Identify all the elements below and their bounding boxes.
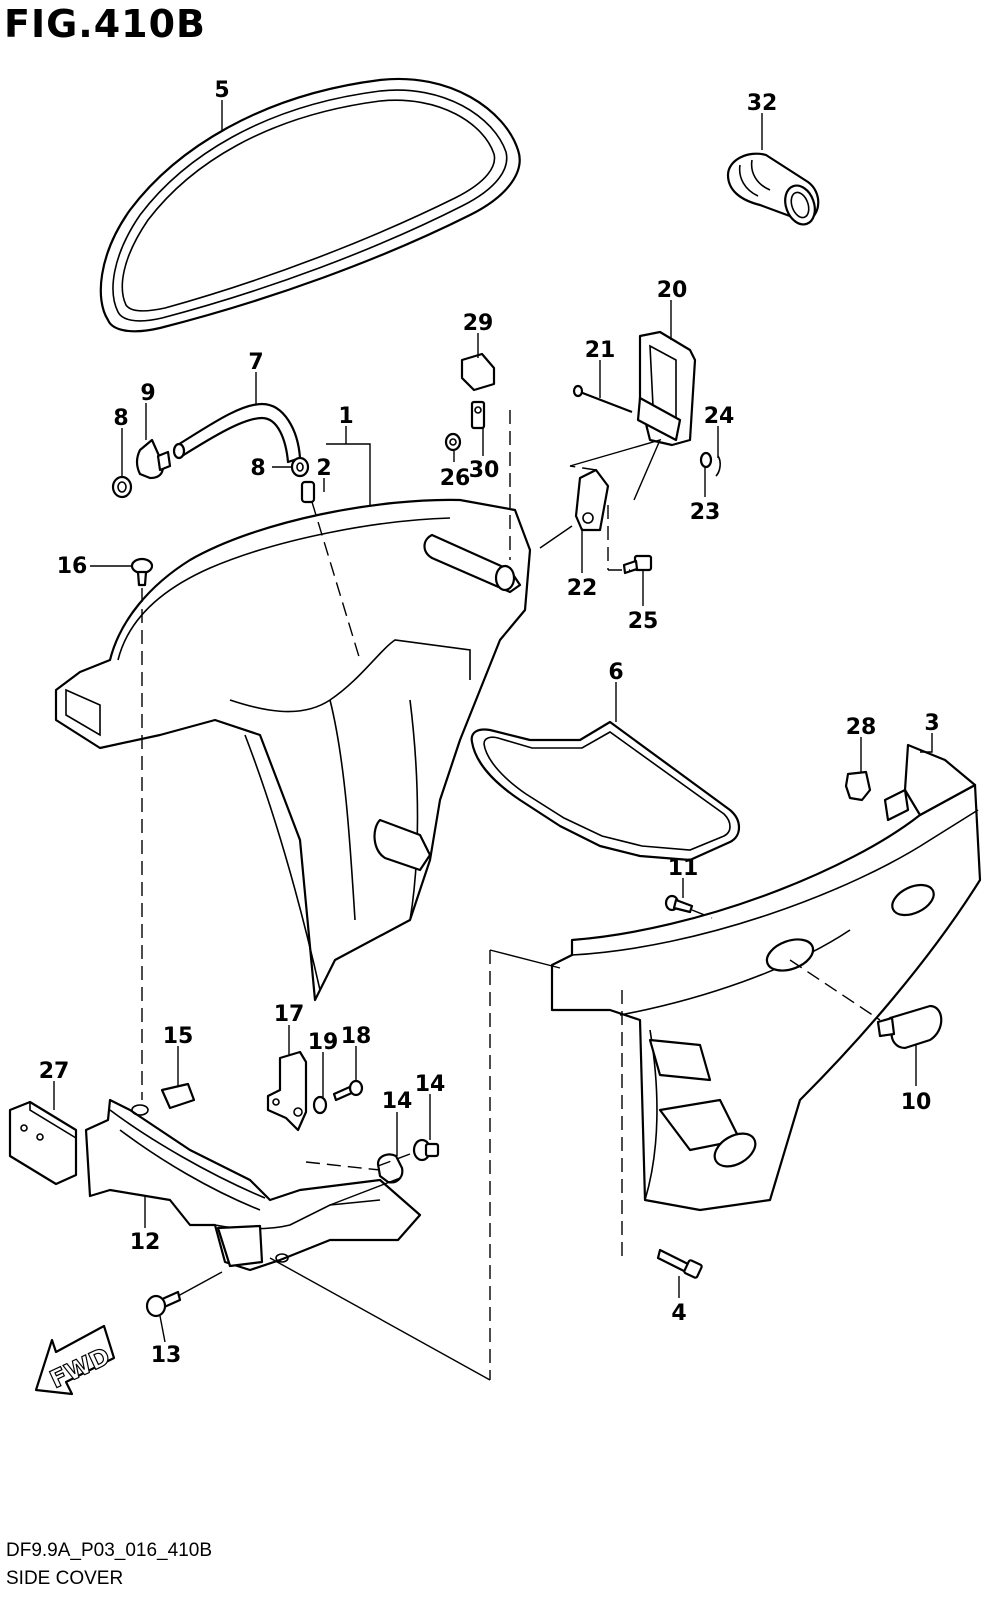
callout-2: 2 <box>316 456 331 481</box>
callout-5: 5 <box>214 78 229 103</box>
clip-part-25 <box>715 455 721 477</box>
callout-31: 30 <box>469 458 500 483</box>
upper-side-cover-part <box>54 498 532 1002</box>
washer-part-20 <box>312 1095 328 1115</box>
fitting-part <box>300 480 316 504</box>
lower-side-cover-part <box>550 743 982 1212</box>
clip-part-31 <box>470 400 486 430</box>
clip-part-16 <box>160 1082 196 1110</box>
screw-part-11 <box>664 894 694 914</box>
bolt-part-4 <box>656 1248 703 1279</box>
callout-8-right: 8 <box>250 456 265 481</box>
callout-4: 4 <box>671 1301 686 1326</box>
washer-part-24 <box>699 451 713 469</box>
leader-lines <box>53 100 933 1343</box>
callout-7: 7 <box>248 350 263 375</box>
seal-ring-part <box>99 77 521 333</box>
callout-18: 17 <box>274 1002 305 1027</box>
figure-caption: SIDE COVER <box>6 1568 124 1589</box>
callout-15: 14 <box>382 1089 413 1114</box>
pin-part-22 <box>572 384 633 414</box>
callout-22: 21 <box>585 338 616 363</box>
model-code: DF9.9A_P03_016_410B <box>6 1540 212 1561</box>
plug-part-29 <box>844 770 872 802</box>
callout-6: 6 <box>608 660 623 685</box>
callout-25: 24 <box>704 404 735 429</box>
callout-3: 3 <box>924 711 939 736</box>
clamp-part-right <box>290 456 310 478</box>
callout-21: 20 <box>657 278 688 303</box>
callout-30: 29 <box>463 311 494 336</box>
callout-16: 15 <box>163 1024 194 1049</box>
callout-17: 16 <box>57 554 88 579</box>
bolt-part-26 <box>622 554 653 575</box>
grommet-part <box>726 152 820 226</box>
callout-13: 13 <box>151 1343 182 1368</box>
plug-part-10 <box>876 1004 943 1050</box>
callout-10: 10 <box>901 1090 932 1115</box>
callout-28: 27 <box>39 1059 70 1084</box>
callout-14: 14 <box>415 1072 446 1097</box>
screw-part-19 <box>332 1079 364 1102</box>
callout-9: 9 <box>140 381 155 406</box>
bolt-part-13 <box>145 1290 182 1318</box>
pad-part-28 <box>8 1100 78 1186</box>
latch-lever-part <box>636 330 697 447</box>
callout-27: 26 <box>440 466 471 491</box>
callout-29: 28 <box>846 715 877 740</box>
callout-8-left: 8 <box>113 406 128 431</box>
nut-part-27 <box>444 432 462 452</box>
figure-title: FIG.410B <box>4 2 207 46</box>
assembly-guide-lines <box>141 410 881 1380</box>
forward-direction-arrow: FWD <box>34 1324 116 1396</box>
latch-hook-part <box>574 468 610 532</box>
screw-part-17 <box>130 557 154 587</box>
callout-32: 32 <box>747 91 778 116</box>
lower-seal-part <box>470 720 741 862</box>
bottom-bracket-part <box>84 1098 422 1272</box>
callout-20: 19 <box>308 1030 339 1055</box>
bracket-plate-part <box>266 1050 308 1132</box>
callout-11: 11 <box>668 856 699 881</box>
clamp-part-left <box>111 475 133 499</box>
callout-1: 1 <box>338 404 353 429</box>
cushion-part-30 <box>460 352 496 392</box>
callout-labels: 5 32 20 29 21 7 9 24 1 8 8 2 26 30 23 16… <box>39 78 940 1368</box>
callout-24: 23 <box>690 500 721 525</box>
collar-part-14 <box>412 1138 440 1162</box>
callout-26: 25 <box>628 609 659 634</box>
reference-lines <box>177 438 662 1381</box>
callout-23: 22 <box>567 576 598 601</box>
hose-clip-part <box>135 438 172 480</box>
hose-part <box>172 402 302 464</box>
callout-12: 12 <box>130 1230 161 1255</box>
callout-19: 18 <box>341 1024 372 1049</box>
